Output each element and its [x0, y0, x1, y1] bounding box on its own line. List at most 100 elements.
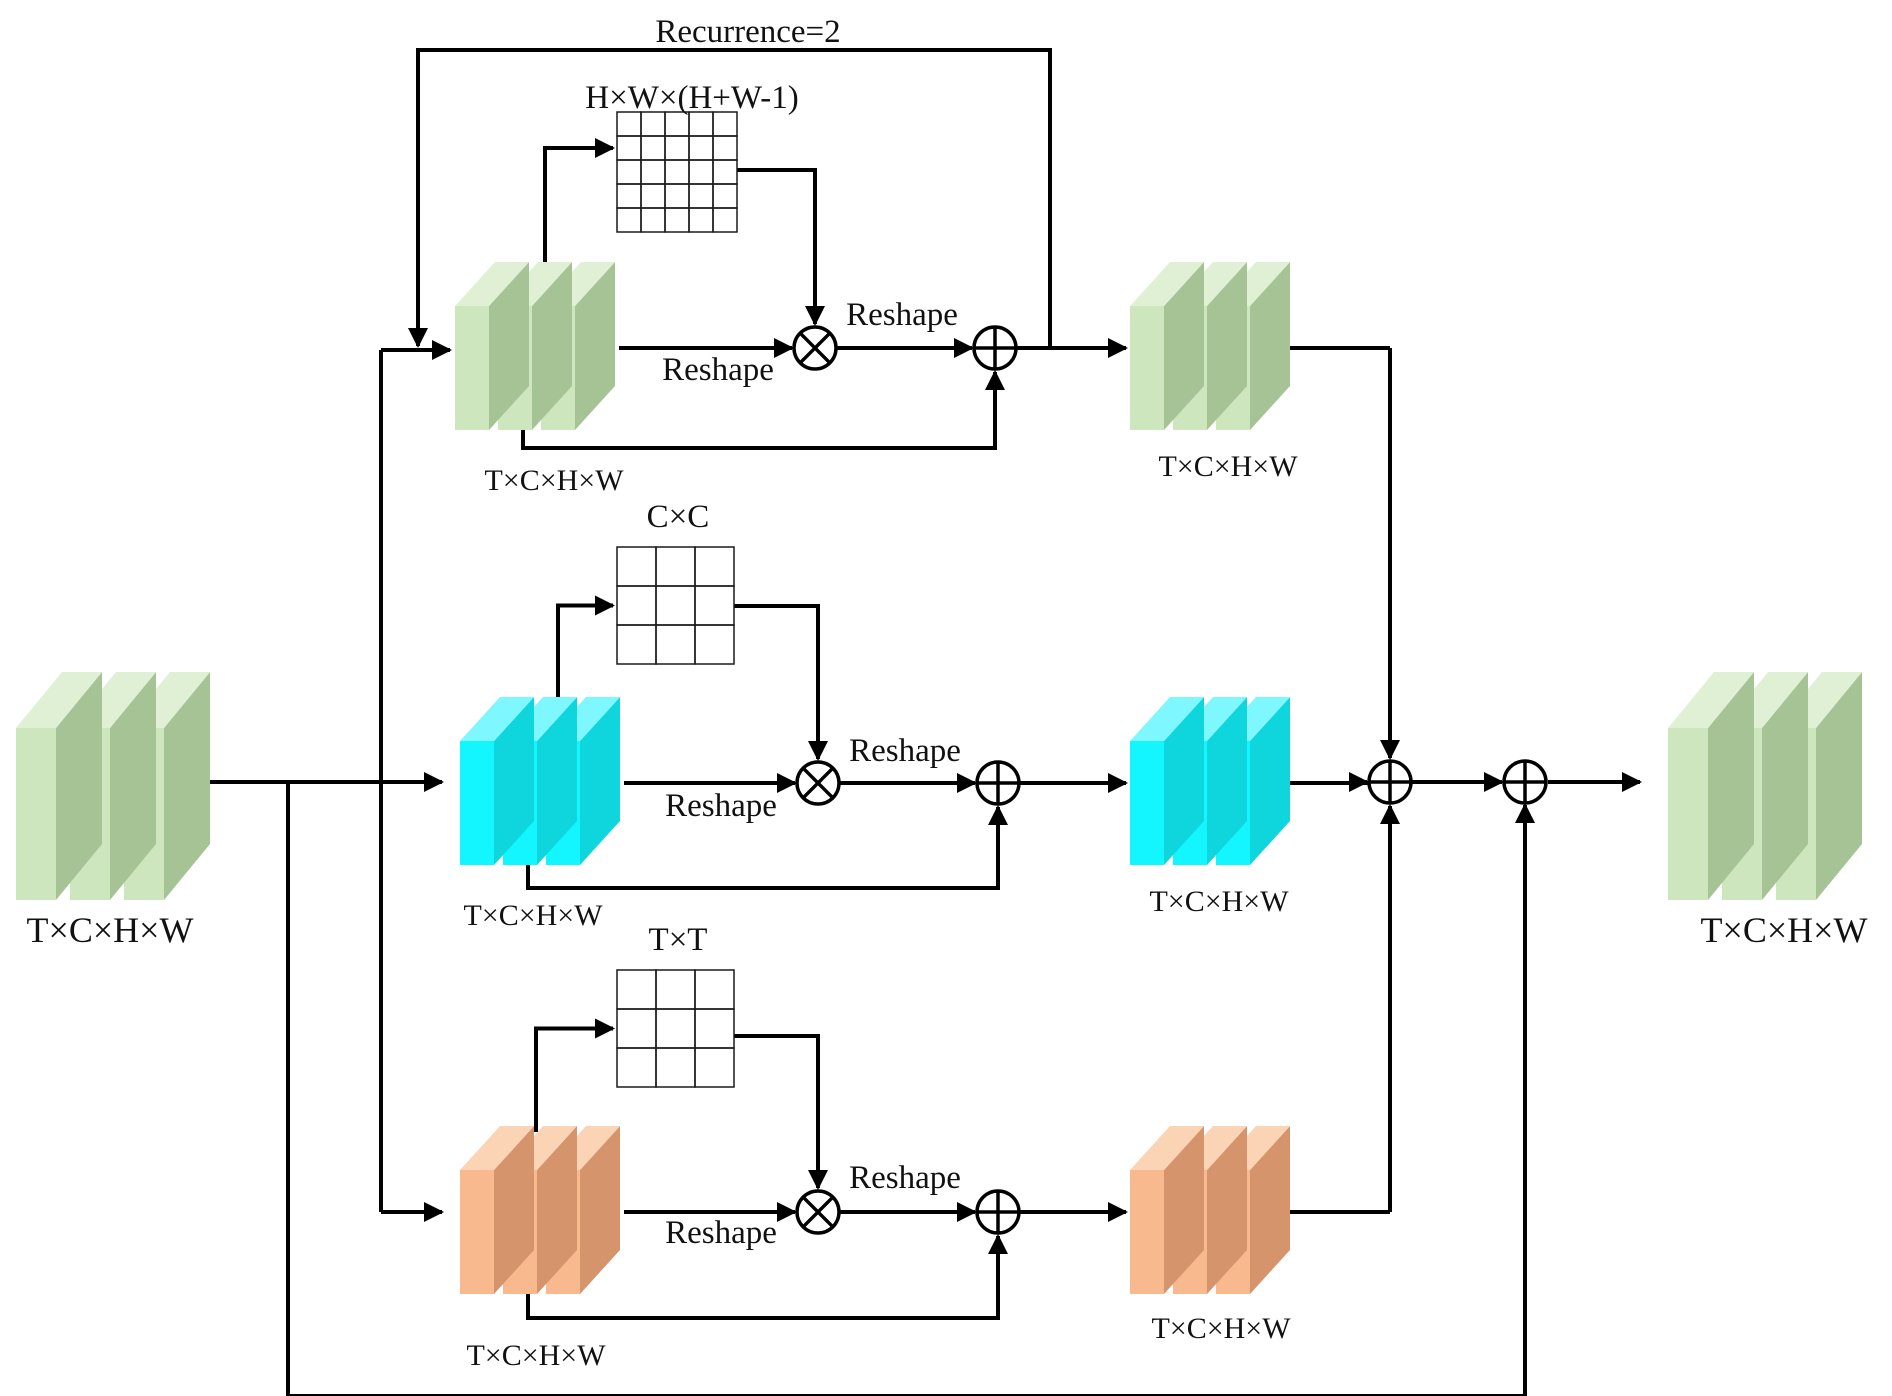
spatial-attention-map-cell: [688, 183, 714, 209]
channel-attention-map-cell: [616, 624, 657, 665]
spatial-attention-map: [616, 111, 738, 233]
spatial-input-block-slab-side: [489, 262, 529, 430]
channel-input-block-slab-top: [460, 697, 534, 741]
temporal-residual-wire: [526, 1234, 1008, 1320]
spatial-map-to-multiply-wire: [737, 168, 825, 326]
input-feature-block-slab-top: [16, 672, 102, 728]
spatial-attention-map-cell: [640, 159, 666, 185]
temporal-output-block-slab-side: [1207, 1126, 1247, 1294]
temporal-attention-map-cell: [694, 1047, 735, 1088]
spatial-attention-map-cell: [616, 135, 642, 161]
input-feature-block-slab-side: [56, 672, 102, 900]
spatial-attention-map-cell: [664, 183, 690, 209]
output-block-label: T×C×H×W: [1701, 910, 1868, 950]
output-feature-block-slab-side: [1708, 672, 1754, 900]
spatial-input-block-slab-front: [455, 306, 489, 430]
spatial-attention-map-cell: [640, 135, 666, 161]
spatial-attention-map-cell: [688, 207, 714, 233]
spatial-input-label: T×C×H×W: [484, 464, 624, 497]
temporal-input-block-slab-front: [460, 1170, 494, 1294]
spatial-attention-map-cell: [616, 183, 642, 209]
spatial-output-block-slab-side: [1250, 262, 1290, 430]
output-feature-block-slab-top: [1668, 672, 1754, 728]
recurrence-wire: [408, 48, 1052, 348]
spatial-attention-map-cell: [640, 183, 666, 209]
connection-lines: [196, 48, 1642, 1396]
channel-input-label: T×C×H×W: [463, 899, 603, 932]
channel-attention-map-cell: [694, 546, 735, 587]
channel-input-block-slab-side: [494, 697, 534, 865]
temporal-output-block-slab-top: [1130, 1126, 1204, 1170]
channel-map-to-multiply-wire: [734, 604, 828, 761]
input-feature-block-slab-front: [16, 728, 56, 900]
temporal-map-label: T×T: [649, 922, 708, 958]
channel-multiply-op: [795, 760, 841, 806]
spatial-attention-map-cell: [616, 207, 642, 233]
spatial-input-block: [455, 262, 615, 430]
channel-sum-op: [975, 760, 1021, 806]
temporal-attention-map-cell: [694, 1008, 735, 1049]
attention-maps: [616, 111, 738, 1088]
channel-reshape-upper-label: Reshape: [849, 733, 961, 769]
temporal-output-block-slab-front: [1130, 1170, 1164, 1294]
feature-blocks: [16, 262, 1862, 1294]
spatial-output-label: T×C×H×W: [1158, 450, 1298, 483]
spatial-attention-map-cell: [712, 135, 738, 161]
channel-reshape-lower-label: Reshape: [665, 788, 777, 824]
final-sum-op: [1502, 759, 1548, 805]
input-block-label: T×C×H×W: [27, 910, 194, 950]
channel-map-label: C×C: [647, 499, 710, 535]
temporal-attention-map-cell: [655, 1008, 696, 1049]
temporal-attention-map-cell: [655, 969, 696, 1010]
temporal-output-block-slab-side: [1164, 1126, 1204, 1294]
spatial-attention-map-cell: [688, 159, 714, 185]
temporal-output-block: [1130, 1126, 1290, 1294]
output-feature-block-slab-front: [1668, 728, 1708, 900]
channel-attention-map: [616, 546, 735, 665]
temporal-input-block-slab-top: [460, 1126, 534, 1170]
temporal-map-to-multiply-wire: [734, 1034, 828, 1190]
channel-attention-map-cell: [655, 546, 696, 587]
temporal-sum-op: [975, 1189, 1021, 1235]
channel-attention-map-cell: [694, 585, 735, 626]
input-feature-block: [16, 672, 210, 900]
spatial-multiply-op-bar-b: [798, 331, 832, 365]
channel-input-block: [460, 697, 620, 865]
output-feature-block: [1668, 672, 1862, 900]
temporal-input-block-slab-side: [580, 1126, 620, 1294]
temporal-output-label: T×C×H×W: [1151, 1312, 1291, 1345]
spatial-input-block-slab-top: [455, 262, 529, 306]
spatial-reshape-lower-label: Reshape: [662, 352, 774, 388]
aggregate-sum-op: [1367, 759, 1413, 805]
spatial-attention-map-cell: [688, 135, 714, 161]
temporal-input-block-slab-side: [537, 1126, 577, 1294]
temporal-attention-map: [616, 969, 735, 1088]
spatial-attention-map-cell: [640, 207, 666, 233]
channel-attention-map-cell: [655, 585, 696, 626]
spatial-attention-map-cell: [712, 183, 738, 209]
spatial-output-block-slab-front: [1130, 306, 1164, 430]
output-feature-block-slab-side: [1816, 672, 1862, 900]
channel-attention-map-cell: [616, 546, 657, 587]
temporal-attention-map-cell: [616, 969, 657, 1010]
channel-to-map-wire: [556, 595, 615, 703]
temporal-attention-map-cell: [616, 1047, 657, 1088]
spatial-reshape-upper-label: Reshape: [846, 297, 958, 333]
channel-attention-map-cell: [694, 624, 735, 665]
temporal-attention-map-cell: [655, 1047, 696, 1088]
operators: [792, 325, 1548, 1235]
spatial-output-block: [1130, 262, 1290, 430]
spatial-output-block-slab-top: [1130, 262, 1204, 306]
spatial-attention-map-cell: [616, 159, 642, 185]
temporal-reshape-upper-label: Reshape: [849, 1160, 961, 1196]
spatial-multiply-op: [792, 325, 838, 371]
recurrence-label: Recurrence=2: [655, 14, 840, 50]
spatial-input-block-slab-side: [532, 262, 572, 430]
spatial-attention-map-cell: [664, 207, 690, 233]
channel-input-block-slab-side: [580, 697, 620, 865]
input-feature-block-slab-side: [110, 672, 156, 900]
spatial-input-block-slab-side: [575, 262, 615, 430]
channel-input-block-slab-side: [537, 697, 577, 865]
output-feature-block-slab-side: [1762, 672, 1808, 900]
